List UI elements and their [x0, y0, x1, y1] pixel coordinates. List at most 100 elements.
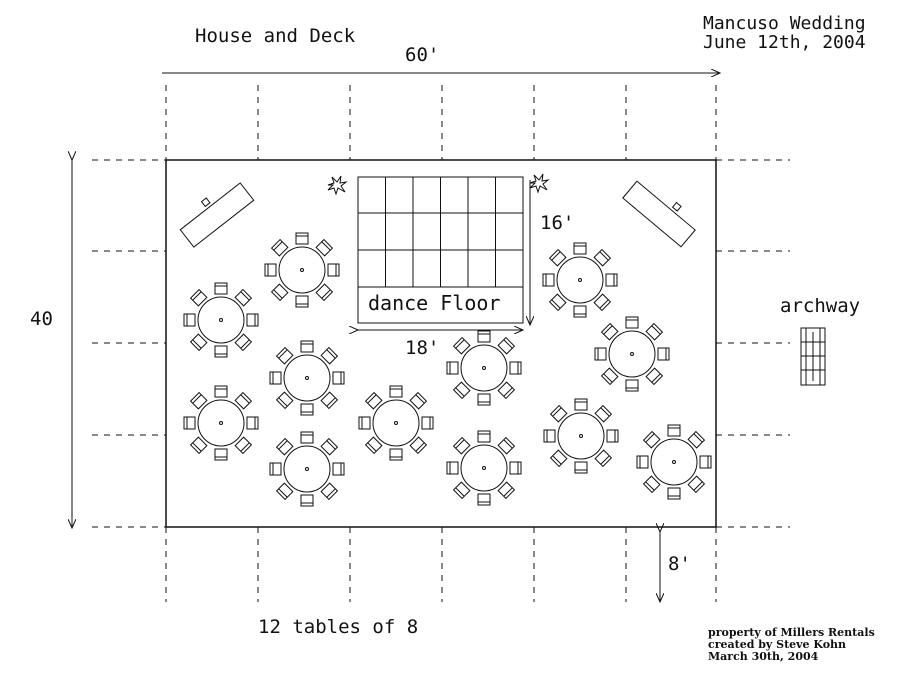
chair-icon: [574, 461, 588, 474]
chair-icon: [270, 283, 289, 302]
table-center: [300, 268, 304, 272]
table-top: [283, 445, 331, 493]
chair-icon: [625, 379, 639, 392]
plant-icon: [327, 175, 348, 196]
chair-icon: [327, 263, 340, 277]
event-date: June 12th, 2004: [703, 32, 866, 53]
chair-icon: [300, 340, 314, 353]
table-top: [557, 412, 605, 460]
chair-icon: [246, 313, 259, 327]
chair-icon: [214, 282, 228, 295]
chair-icon: [364, 391, 383, 410]
chair-icon: [446, 361, 459, 375]
table-center: [579, 434, 583, 438]
table-top: [197, 296, 245, 344]
chair-icon: [667, 424, 681, 437]
chair-icon: [667, 487, 681, 500]
chair-icon: [189, 391, 208, 410]
table-top: [197, 399, 245, 447]
chair-icon: [699, 455, 712, 469]
dance-floor-width-label: 18': [405, 337, 440, 359]
offset-label: 8': [668, 553, 691, 575]
round-table: [594, 316, 670, 392]
chair-icon: [214, 345, 228, 358]
chair-icon: [509, 461, 522, 475]
chair-icon: [573, 305, 587, 318]
chair-icon: [300, 431, 314, 444]
chair-icon: [452, 381, 471, 400]
chair-icon: [332, 462, 345, 476]
chair-icon: [509, 361, 522, 375]
width-label: 60': [405, 44, 440, 66]
chair-icon: [549, 404, 568, 423]
chair-icon: [234, 288, 253, 307]
table-top: [460, 444, 508, 492]
chair-icon: [214, 448, 228, 461]
table-top: [650, 438, 698, 486]
chair-icon: [295, 232, 309, 245]
chair-icon: [477, 330, 491, 343]
round-table: [358, 385, 434, 461]
chair-icon: [549, 449, 568, 468]
chair-icon: [687, 475, 706, 494]
chair-icon: [364, 436, 383, 455]
round-table: [269, 340, 345, 416]
table-center: [578, 278, 582, 282]
table-top: [278, 246, 326, 294]
stake-grid: [92, 85, 790, 602]
table-center: [672, 460, 676, 464]
chair-icon: [548, 293, 567, 312]
chair-icon: [214, 385, 228, 398]
chair-icon: [600, 322, 619, 341]
chair-icon: [605, 273, 618, 287]
chair-icon: [389, 385, 403, 398]
chair-icon: [600, 367, 619, 386]
table-top: [460, 344, 508, 392]
chair-icon: [275, 346, 294, 365]
chair-icon: [275, 482, 294, 501]
round-table: [446, 430, 522, 506]
chair-icon: [189, 436, 208, 455]
chair-icon: [574, 398, 588, 411]
table-center: [482, 366, 486, 370]
chair-icon: [497, 436, 516, 455]
chair-icon: [497, 336, 516, 355]
table-top: [283, 354, 331, 402]
chair-icon: [409, 391, 428, 410]
chair-icon: [275, 391, 294, 410]
dance-floor-label: dance Floor: [368, 291, 501, 315]
table-center: [482, 466, 486, 470]
chair-icon: [446, 461, 459, 475]
chair-icon: [452, 436, 471, 455]
chair-icon: [246, 416, 259, 430]
buffet-table-right: [622, 180, 696, 248]
chair-icon: [189, 333, 208, 352]
chair-icon: [542, 273, 555, 287]
round-table: [543, 398, 619, 474]
chair-icon: [320, 391, 339, 410]
chair-icon: [645, 322, 664, 341]
table-top: [372, 399, 420, 447]
chair-icon: [320, 482, 339, 501]
chair-icon: [452, 336, 471, 355]
chair-icon: [594, 404, 613, 423]
chair-icon: [543, 429, 556, 443]
chair-icon: [497, 481, 516, 500]
round-table: [636, 424, 712, 500]
round-table: [183, 282, 259, 358]
table-top: [608, 330, 656, 378]
chair-icon: [497, 381, 516, 400]
archway-label: archway: [780, 295, 861, 317]
plant-icon: [529, 173, 550, 194]
round-table: [183, 385, 259, 461]
round-table: [542, 242, 618, 318]
chair-icon: [275, 437, 294, 456]
chair-icon: [234, 333, 253, 352]
chair-icon: [642, 430, 661, 449]
chair-icon: [270, 238, 289, 257]
chair-icon: [642, 475, 661, 494]
chair-icon: [332, 371, 345, 385]
chair-icon: [183, 313, 196, 327]
chair-icon: [548, 248, 567, 267]
